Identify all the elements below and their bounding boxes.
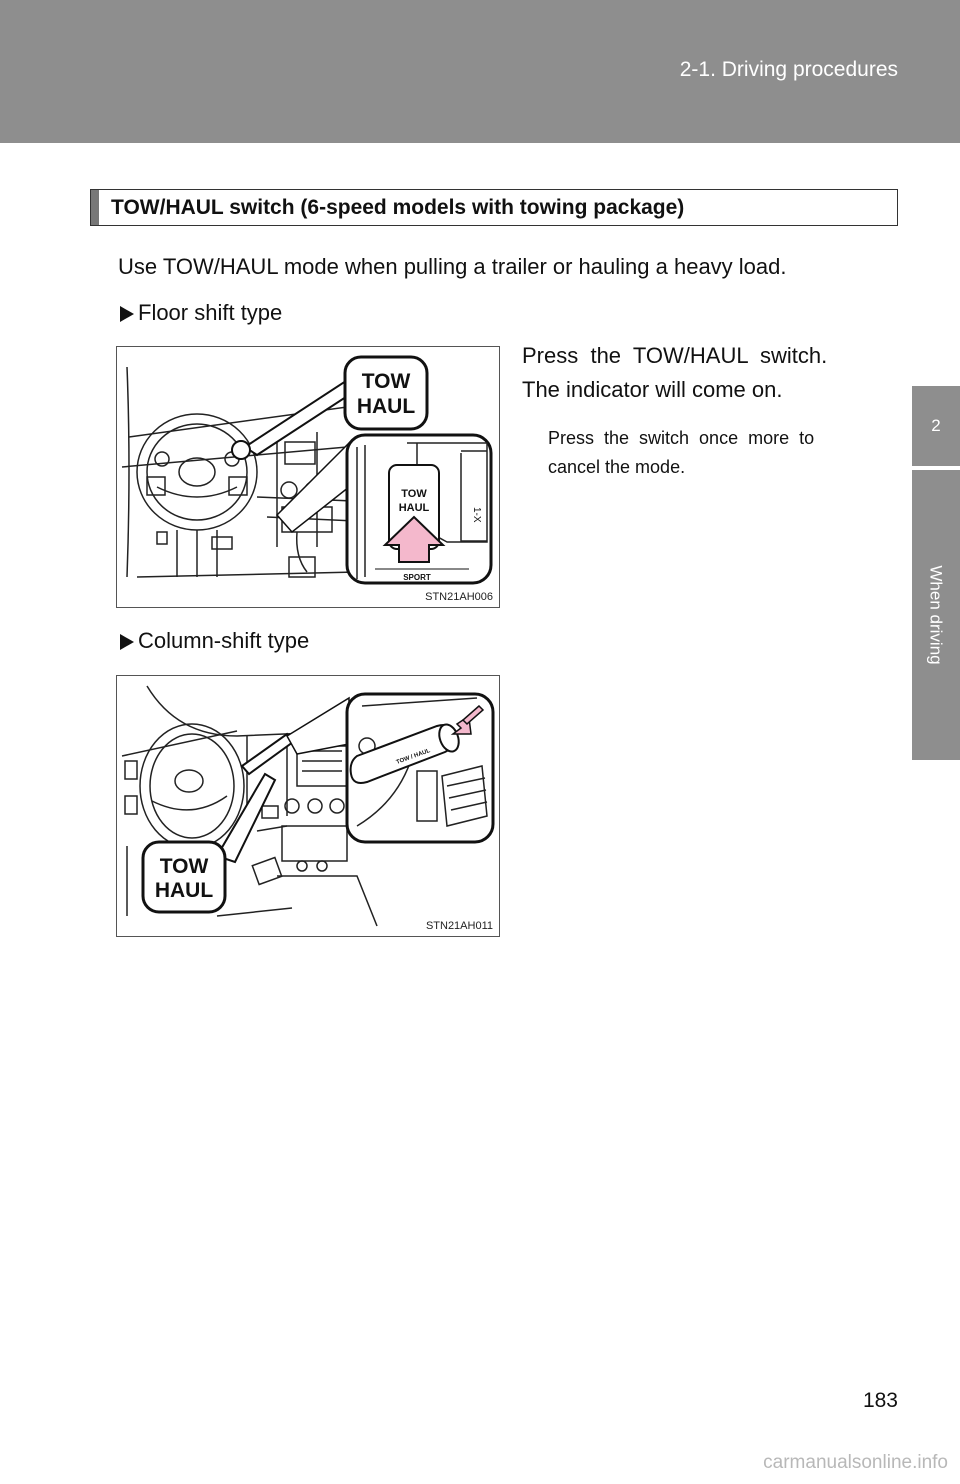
column-heading-label: Column-shift type	[138, 628, 310, 653]
floor-heading-label: Floor shift type	[138, 300, 283, 325]
column-callout-line1: TOW	[160, 855, 209, 878]
intro-text: Use TOW/HAUL mode when pulling a trailer…	[118, 254, 787, 279]
floor-callout-line2: HAUL	[357, 395, 415, 418]
side-tab-number: 2	[912, 386, 960, 466]
floor-instruction-2: The indicator will come on.	[522, 377, 783, 402]
column-callout-line2: HAUL	[155, 879, 213, 902]
chapter-title: 2-1. Driving procedures	[679, 58, 898, 81]
watermark: carmanualsonline.info	[763, 1452, 948, 1473]
section-title: TOW/HAUL switch (6-speed models with tow…	[111, 196, 685, 219]
column-heading: Column-shift type	[120, 626, 309, 656]
floor-callout-line1: TOW	[362, 370, 411, 393]
floor-shift-illustration: TOW HAUL TOW HAUL 1-X SPORT STN21AH006	[116, 346, 500, 608]
side-tab-label: When driving	[927, 565, 946, 665]
pointer-icon	[120, 634, 134, 650]
column-figure-code: STN21AH011	[425, 920, 493, 932]
floor-instruction-1: Press the TOW/HAUL switch.	[522, 343, 828, 368]
side-tab	[912, 470, 960, 760]
floor-note-1: Press the switch once more to	[548, 428, 815, 448]
section-heading-bar	[91, 190, 99, 225]
page-number: 183	[862, 1389, 898, 1412]
section-heading: TOW/HAUL switch (6-speed models with tow…	[90, 189, 898, 226]
floor-button-line1: TOW	[401, 488, 427, 500]
floor-button-line2: HAUL	[399, 502, 430, 514]
floor-shift-drawing: TOW HAUL TOW HAUL 1-X SPORT	[121, 355, 493, 585]
sport-label: SPORT	[403, 573, 431, 582]
pointer-icon	[120, 306, 134, 322]
side-tab-label-wrap: When driving	[912, 470, 960, 760]
column-shift-drawing: TOW HAUL TOW / HAUL	[121, 685, 495, 927]
floor-note-2: cancel the mode.	[548, 457, 686, 477]
press-arrow-icon	[382, 515, 446, 563]
floor-figure-code: STN21AH006	[425, 591, 493, 603]
floor-heading: Floor shift type	[120, 298, 282, 328]
svg-text:1-X: 1-X	[471, 507, 482, 523]
press-arrow-icon	[461, 704, 485, 726]
column-shift-illustration: TOW HAUL TOW / HAUL STN21AH011	[116, 675, 500, 937]
page-header: 2-1. Driving procedures	[0, 0, 960, 143]
